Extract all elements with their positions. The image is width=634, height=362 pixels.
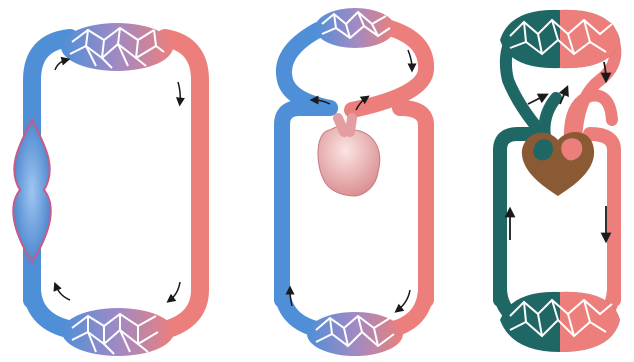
panel-1-tube-heart bbox=[13, 23, 200, 356]
capillary-bed-icon bbox=[307, 312, 403, 356]
capillary-bed-icon bbox=[62, 308, 174, 356]
panel-1-artery-right bbox=[165, 38, 200, 330]
flow-arrow-icon bbox=[55, 60, 180, 300]
panel-2-single-heart bbox=[282, 8, 426, 356]
heart-icon bbox=[13, 120, 51, 262]
heart-icon bbox=[522, 132, 594, 196]
panel-2-artery-right bbox=[400, 108, 426, 300]
capillary-bed-icon bbox=[61, 23, 173, 71]
panel-3-double-circulation bbox=[500, 10, 620, 352]
capillary-bed-icon bbox=[315, 8, 395, 48]
capillary-bed-icon bbox=[500, 10, 620, 68]
capillary-bed-icon bbox=[500, 292, 620, 352]
panel-3-artery-right bbox=[590, 134, 614, 300]
